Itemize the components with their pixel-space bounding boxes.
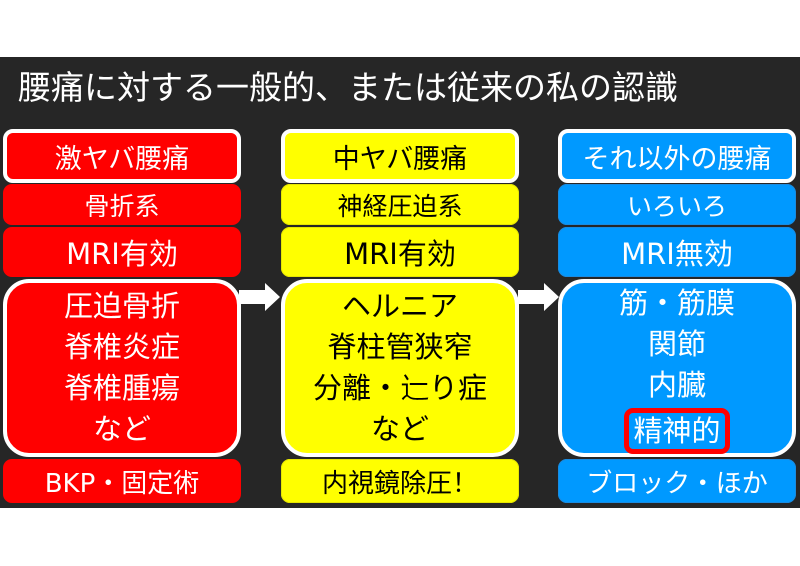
condition-item: 内臓 xyxy=(647,367,706,402)
treatment-label: 内視鏡除圧！ xyxy=(281,459,519,503)
category-label: いろいろ xyxy=(558,184,796,225)
conditions-box: 筋・筋膜 関節 内臓 精神的 xyxy=(558,279,796,457)
mri-label: MRI有効 xyxy=(3,227,241,277)
condition-item: 脊椎炎症 xyxy=(63,330,180,364)
right-arrow-icon xyxy=(239,283,280,311)
condition-item: 分離・辷り症 xyxy=(312,371,487,405)
slide-title: 腰痛に対する一般的、または従来の私の認識 xyxy=(18,68,678,107)
column-header: それ以外の腰痛 xyxy=(558,129,796,183)
treatment-label: BKP・固定術 xyxy=(3,459,241,503)
category-label: 骨折系 xyxy=(3,184,241,225)
highlighted-condition: 精神的 xyxy=(624,407,730,454)
mri-label: MRI有効 xyxy=(281,227,519,277)
condition-item: など xyxy=(92,412,151,446)
conditions-box: 圧迫骨折 脊椎炎症 脊椎腫瘍 など xyxy=(3,279,241,457)
conditions-box: ヘルニア 脊柱管狭窄 分離・辷り症 など xyxy=(281,279,519,457)
slide: 腰痛に対する一般的、または従来の私の認識 激ヤバ腰痛 骨折系 MRI有効 圧迫骨… xyxy=(0,57,800,508)
column-header: 中ヤバ腰痛 xyxy=(281,129,519,183)
condition-item: 脊柱管狭窄 xyxy=(327,330,473,364)
category-label: 神経圧迫系 xyxy=(281,184,519,225)
mri-label: MRI無効 xyxy=(558,227,796,277)
condition-item: ヘルニア xyxy=(341,289,458,323)
right-arrow-icon xyxy=(518,283,559,311)
condition-item: など xyxy=(370,412,429,446)
treatment-label: ブロック・ほか xyxy=(558,459,796,503)
column-header: 激ヤバ腰痛 xyxy=(3,129,241,183)
condition-item: 関節 xyxy=(647,326,706,361)
condition-item: 圧迫骨折 xyxy=(63,289,180,323)
condition-item: 筋・筋膜 xyxy=(618,285,735,320)
condition-item: 脊椎腫瘍 xyxy=(63,371,180,405)
